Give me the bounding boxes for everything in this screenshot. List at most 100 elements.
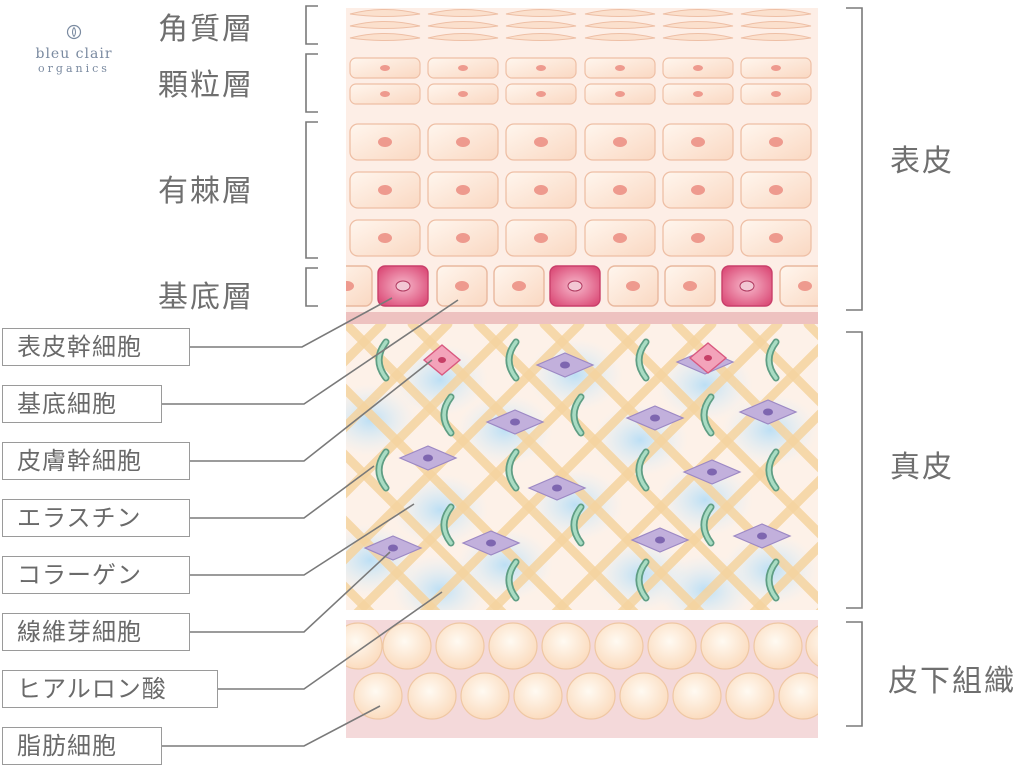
cell-nucleus xyxy=(456,185,470,195)
logo-text-line1: bleu clair xyxy=(35,46,113,62)
elastin-fiber-highlight xyxy=(572,505,583,545)
cell-nucleus xyxy=(455,281,469,291)
fat-cell xyxy=(778,672,818,720)
cell-nucleus xyxy=(771,91,781,97)
corneocyte xyxy=(584,33,656,41)
cell-nucleus xyxy=(769,185,783,195)
callout-fat-cell: 脂肪細胞 xyxy=(2,727,162,765)
logo-text-line2: organics xyxy=(38,62,110,75)
elastin-fiber-highlight xyxy=(507,450,518,490)
label-subcutis: 皮下組織 xyxy=(888,664,1016,699)
fat-cell xyxy=(541,622,591,670)
elastin-fiber-highlight xyxy=(507,560,518,600)
collagen-fiber xyxy=(683,475,818,610)
callout-hyaluronic-acid: ヒアルロン酸 xyxy=(2,670,218,708)
cell-nucleus xyxy=(798,281,812,291)
cell-nucleus xyxy=(691,233,705,243)
collagen-fiber xyxy=(737,324,818,407)
bracket-stratum-granulosum xyxy=(305,53,318,113)
cell-nucleus xyxy=(771,65,781,71)
label-dermis: 真皮 xyxy=(890,450,954,485)
fat-cell xyxy=(594,622,644,670)
cell-nucleus xyxy=(683,281,697,291)
cell-nucleus xyxy=(395,280,411,292)
elastin-fiber-highlight xyxy=(442,395,453,435)
layer-brackets xyxy=(305,5,318,307)
cell-nucleus xyxy=(567,280,583,292)
elastin-fiber-highlight xyxy=(702,395,713,435)
fibroblast-nucleus xyxy=(560,361,570,369)
corneocyte xyxy=(505,33,577,41)
collagen-fiber xyxy=(617,409,818,610)
cell-nucleus xyxy=(536,91,546,97)
fat-cell xyxy=(805,625,818,667)
fibroblast-nucleus xyxy=(757,532,767,540)
corneocyte xyxy=(740,9,812,17)
corneocyte xyxy=(662,21,734,29)
cell-nucleus xyxy=(378,137,392,147)
dermis-structures xyxy=(346,324,1024,624)
fat-cell xyxy=(353,672,403,720)
fat-cell xyxy=(460,672,510,720)
cell-nucleus xyxy=(534,233,548,243)
callout-basal-cell: 基底細胞 xyxy=(2,385,162,423)
corneocyte xyxy=(349,21,421,29)
fat-cells xyxy=(346,622,818,720)
leader-hyaluronic-acid xyxy=(218,591,443,690)
corneocyte xyxy=(740,33,812,41)
corneocyte xyxy=(662,9,734,17)
corneocyte xyxy=(427,21,499,29)
cell-nucleus xyxy=(458,65,468,71)
leader-fibroblast xyxy=(190,551,391,633)
label-epidermis: 表皮 xyxy=(890,144,954,179)
cell-nucleus xyxy=(613,137,627,147)
corneocyte xyxy=(740,21,812,29)
cell-nucleus xyxy=(626,281,640,291)
cell-nucleus xyxy=(536,65,546,71)
cell-nucleus xyxy=(615,65,625,71)
fat-cell xyxy=(700,622,750,670)
fibroblast-nucleus xyxy=(510,418,520,426)
elastin-fiber-highlight xyxy=(767,560,778,600)
epidermis-background xyxy=(346,8,818,312)
label-stratum-granulosum: 顆粒層 xyxy=(158,68,254,103)
brand-logo: bleu clair organics xyxy=(26,24,122,75)
elastin-fiber-highlight xyxy=(702,505,713,545)
bracket-subcutis xyxy=(846,621,863,727)
cell-nucleus xyxy=(613,185,627,195)
fat-cell xyxy=(382,622,432,670)
logo-mark-icon xyxy=(66,24,82,40)
elastin-fiber-highlight xyxy=(637,450,648,490)
elastin-fiber-highlight xyxy=(767,450,778,490)
label-stratum-corneum: 角質層 xyxy=(158,12,254,47)
collagen-fiber xyxy=(1006,324,1024,624)
leader-collagen xyxy=(190,503,415,576)
leader-epidermal-stem-cell xyxy=(190,297,393,348)
collagen-fiber xyxy=(1006,324,1024,624)
fat-cell xyxy=(619,672,669,720)
bracket-stratum-basale xyxy=(305,267,318,307)
cell-nucleus xyxy=(378,185,392,195)
fat-cell xyxy=(407,672,457,720)
cell-nucleus xyxy=(693,65,703,71)
corneocyte xyxy=(584,21,656,29)
fat-cell xyxy=(488,622,538,670)
elastin-fiber-highlight xyxy=(377,450,388,490)
elastin-fiber-highlight xyxy=(572,395,583,435)
corneocyte xyxy=(505,21,577,29)
cell-nucleus xyxy=(769,233,783,243)
elastin-fiber-highlight xyxy=(507,340,518,380)
cell-nucleus xyxy=(693,91,703,97)
elastin-fiber-highlight xyxy=(442,505,453,545)
fat-cell xyxy=(435,622,485,670)
bracket-dermis xyxy=(846,331,863,609)
corneocyte xyxy=(427,9,499,17)
corneocyte xyxy=(584,9,656,17)
elastin-fiber-highlight xyxy=(767,340,778,380)
cell-nucleus xyxy=(615,91,625,97)
cell-nucleus xyxy=(691,185,705,195)
elastin-fiber-highlight xyxy=(637,340,648,380)
cell-nucleus xyxy=(456,137,470,147)
elastin-fiber-highlight xyxy=(377,340,388,380)
fibroblast-nucleus xyxy=(707,468,717,476)
